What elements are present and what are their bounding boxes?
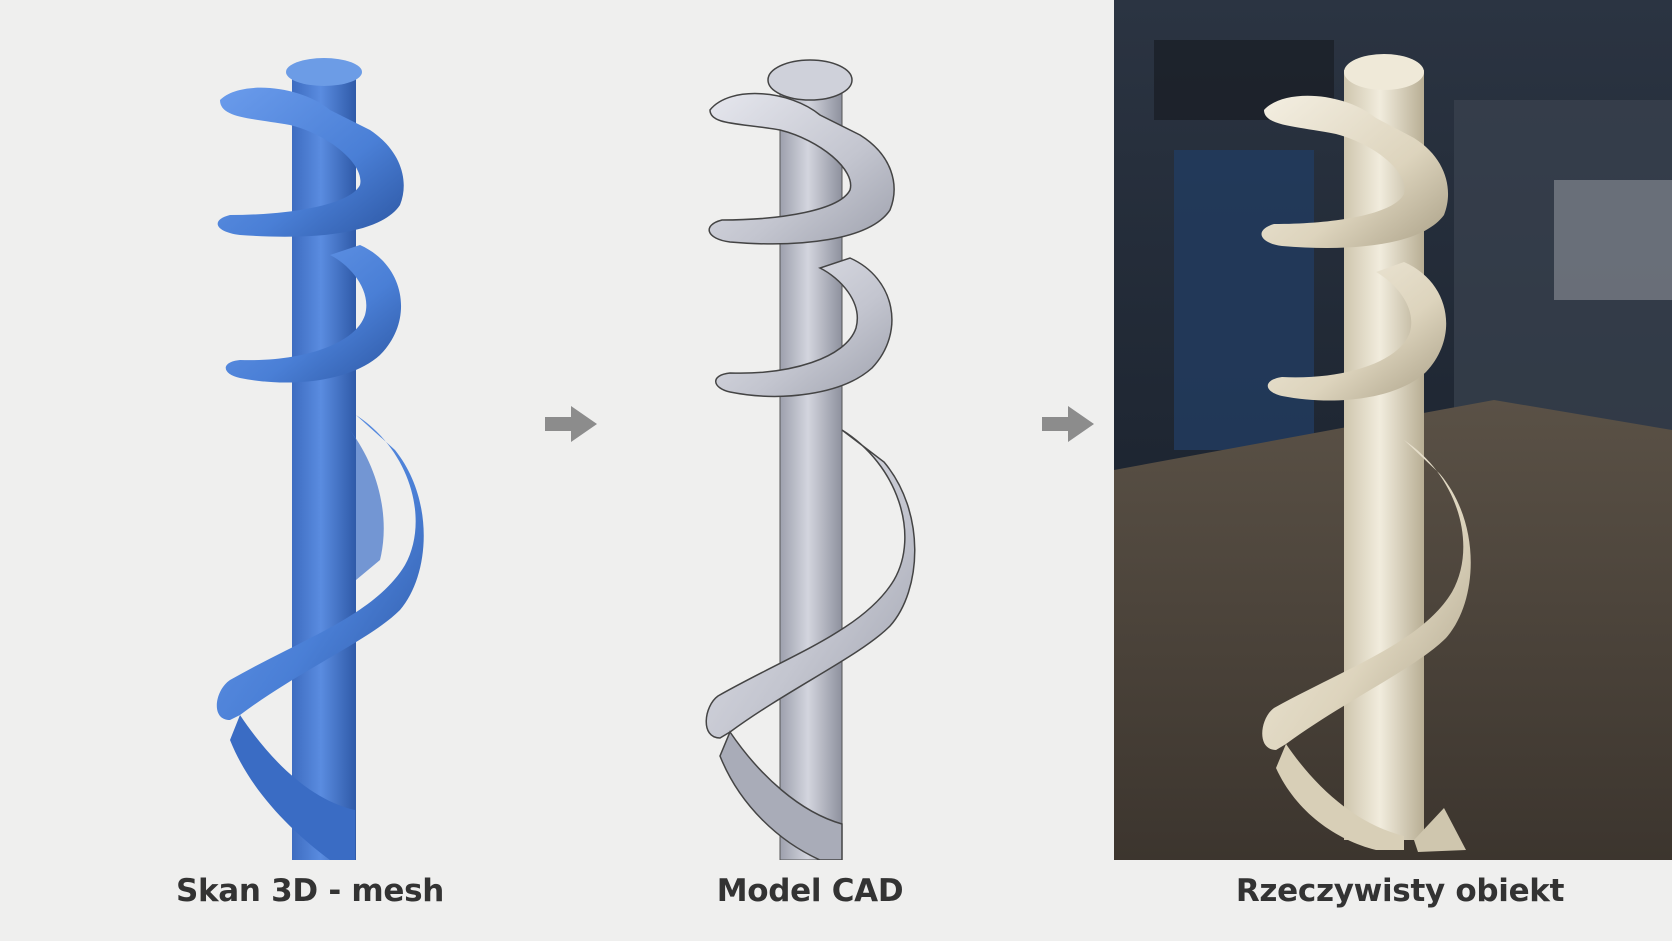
arrow-right-icon	[541, 404, 601, 444]
workshop-scene	[1114, 0, 1672, 860]
arrow-right-icon	[1038, 404, 1098, 444]
caption-scan-mesh: Skan 3D - mesh	[175, 873, 445, 909]
scan-mesh-image	[180, 0, 480, 860]
caption-cad-model: Model CAD	[716, 873, 904, 909]
cad-auger-shape	[705, 59, 916, 860]
scan-auger-shape	[216, 58, 424, 860]
cad-model-image	[670, 0, 970, 860]
caption-real-object: Rzeczywisty obiekt	[1235, 873, 1565, 909]
real-object-photo	[1114, 0, 1672, 860]
